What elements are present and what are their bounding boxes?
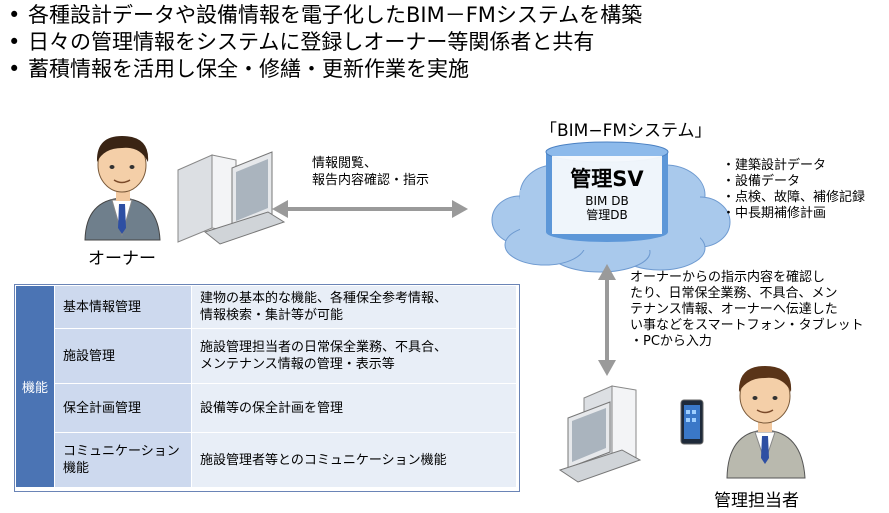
system-data-item: ・建築設計データ (722, 158, 827, 173)
bullet-item: •各種設計データや設備情報を電子化したBIM－FMシステムを構築 (8, 3, 643, 27)
function-desc: 施設管理者等とのコミュニケーション機能 (191, 432, 517, 488)
manager-person-icon (726, 366, 806, 479)
table-row: 機能 基本情報管理 建物の基本的な機能、各種保全参考情報、情報検索・集計等が可能 (15, 285, 517, 488)
system-data-list: ・建築設計データ ・設備データ ・点検、故障、補修記録 ・中長期補修計画 (722, 158, 865, 222)
function-desc: 建物の基本的な機能、各種保全参考情報、情報検索・集計等が可能 (191, 285, 517, 329)
function-name: 保全計画管理 (54, 383, 192, 433)
owner-arrow (272, 200, 468, 218)
bullet-list: •各種設計データや設備情報を電子化したBIM－FMシステムを構築 •日々の管理情… (8, 2, 642, 83)
system-data-item: ・中長期補修計画 (722, 206, 827, 221)
table-row: 保全計画管理 設備等の保全計画を管理 (16, 383, 517, 433)
functions-header: 機能 (15, 285, 55, 488)
smartphone-icon (680, 399, 704, 445)
bullet-item: •蓄積情報を活用し保全・修繕・更新作業を実施 (8, 57, 469, 81)
system-title: 「BIM−FMシステム」 (540, 121, 712, 141)
server-label: 管理SV (570, 167, 644, 191)
function-name: コミュニケーション機能 (54, 432, 192, 488)
manager-label: 管理担当者 (714, 491, 799, 511)
system-data-item: ・設備データ (722, 174, 801, 189)
owner-person-icon (84, 136, 161, 241)
function-name: 施設管理 (54, 328, 192, 384)
server-cylinder (545, 141, 669, 242)
functions-table-border (14, 284, 520, 492)
function-desc: 施設管理担当者の日常保全業務、不具合、メンテナンス情報の管理・表示等 (191, 328, 517, 384)
db-label-management: 管理DB (586, 208, 628, 222)
manager-note: オーナーからの指示内容を確認し たり、日常保全業務、不具合、メン テナンス情報、… (630, 270, 864, 349)
table-row: コミュニケーション機能 施設管理者等とのコミュニケーション機能 (16, 432, 517, 488)
function-desc: 設備等の保全計画を管理 (191, 383, 517, 433)
function-name: 基本情報管理 (54, 285, 192, 329)
system-data-item: ・点検、故障、補修記録 (722, 190, 866, 205)
db-label-bim: BIM DB (585, 194, 629, 208)
manager-arrow (598, 264, 616, 376)
manager-pc-icon (558, 385, 642, 483)
owner-label: オーナー (88, 249, 156, 269)
functions-table: 機能 基本情報管理 建物の基本的な機能、各種保全参考情報、情報検索・集計等が可能… (15, 285, 517, 488)
owner-pc-icon (177, 151, 286, 245)
bullet-item: •日々の管理情報をシステムに登録しオーナー等関係者と共有 (8, 30, 595, 54)
table-row: 施設管理 施設管理担当者の日常保全業務、不具合、メンテナンス情報の管理・表示等 (16, 328, 517, 384)
owner-arrow-text: 情報閲覧、 報告内容確認・指示 (312, 156, 430, 188)
